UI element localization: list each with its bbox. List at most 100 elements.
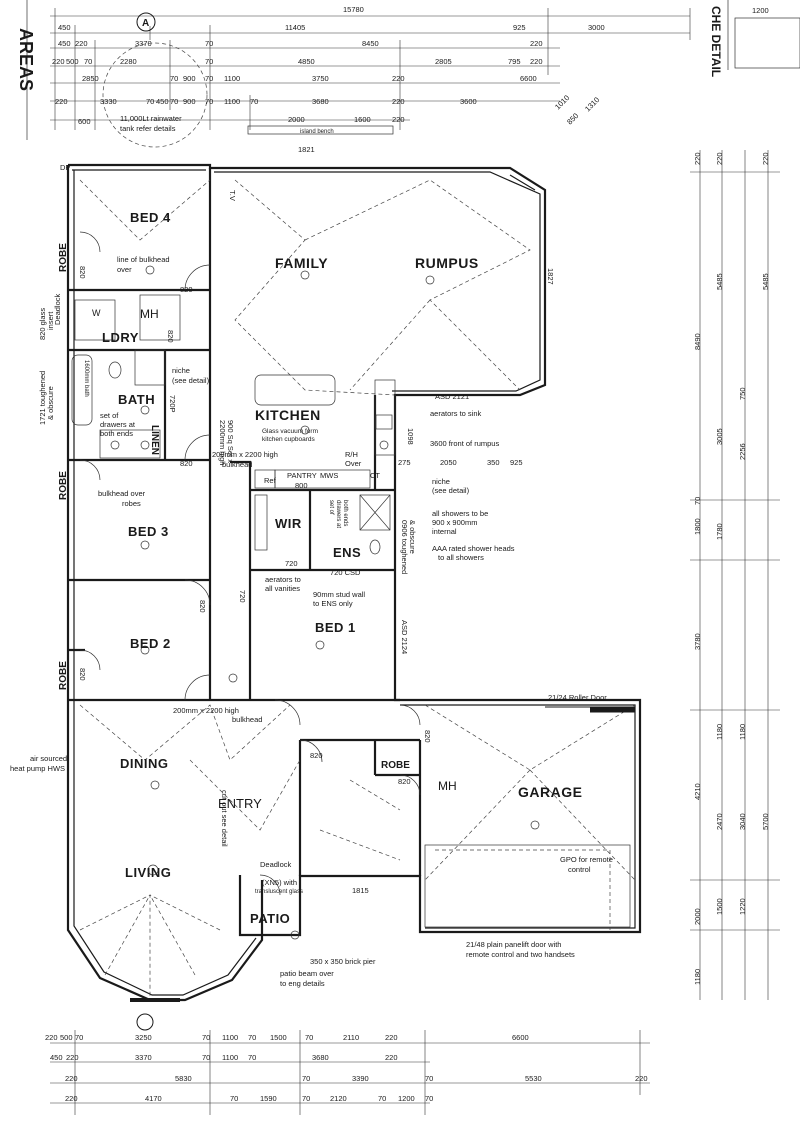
note: Deadlock (53, 293, 62, 325)
label-ct: CT (370, 471, 380, 480)
dim: 8450 (362, 39, 379, 48)
note: patio beam over (280, 969, 334, 978)
note: all showers to be (432, 509, 488, 518)
dim: 70 (305, 1033, 313, 1042)
island-bench (254, 374, 336, 406)
dim: 820 (180, 285, 193, 294)
dim: 750 (738, 387, 747, 400)
dim: 70 (248, 1053, 256, 1062)
dim: 1180 (715, 724, 724, 740)
dim: 11405 (285, 23, 305, 32)
dim: 1600 (354, 115, 371, 124)
dim: 500 (66, 57, 79, 66)
note: 1721 toughened (38, 371, 47, 425)
dim: 1500 (715, 898, 724, 915)
note: niche (172, 366, 190, 375)
light-points (140, 265, 540, 940)
room-ens: ENS (333, 545, 361, 560)
dim: 220 (45, 1033, 58, 1042)
room-ldry: LDRY (102, 330, 139, 345)
dim: 220 (715, 152, 724, 165)
note: all vanities (265, 584, 300, 593)
note: robes (122, 499, 141, 508)
note: 900 x 900mm (432, 518, 477, 527)
dim: 220 (392, 97, 405, 106)
dim: 70 (202, 1033, 210, 1042)
dim: 275 (398, 458, 411, 467)
dim: 820 (78, 668, 87, 681)
dim: 1200 (398, 1094, 415, 1103)
detail-dim: 1200 (752, 6, 769, 15)
label-mws: MWS (320, 471, 338, 480)
dim: 70 (378, 1094, 386, 1103)
note: ASD 2121 (435, 392, 469, 401)
dim: 2000 (693, 908, 702, 925)
dim: 70 (170, 74, 178, 83)
note: transluscent glass (255, 889, 303, 895)
dim: 220 (385, 1033, 398, 1042)
note: both ends (342, 500, 348, 526)
dim: 3390 (352, 1074, 369, 1083)
note: niche (432, 477, 450, 486)
note: air sourced (30, 754, 67, 763)
note: bulkhead over (98, 489, 146, 498)
dim: 70 (84, 57, 92, 66)
dim: 220 (530, 57, 543, 66)
note: GPO for remote (560, 855, 613, 864)
dim: 450 (58, 39, 71, 48)
room-living: LIVING (125, 865, 171, 880)
dim: 70 (693, 497, 702, 505)
note: 0906 toughened (400, 520, 409, 574)
dim: 220 (635, 1074, 648, 1083)
note: control (568, 865, 591, 874)
note: Over (345, 459, 362, 468)
note: (see detail) (172, 376, 210, 385)
note: Glass vacuum form (262, 428, 318, 435)
top-dimensions (50, 8, 691, 130)
dim: 3600 (460, 97, 477, 106)
dim: 220 (65, 1074, 78, 1083)
dim: 350 (487, 458, 500, 467)
dim: 70 (302, 1074, 310, 1083)
dim: 1180 (738, 724, 747, 740)
dim: 850 (565, 111, 580, 126)
room-robe-2: ROBE (58, 471, 69, 500)
dim: 2850 (82, 74, 99, 83)
dim: 2470 (715, 813, 724, 830)
dim: 220 (55, 97, 68, 106)
note: to all showers (438, 553, 484, 562)
note: drawers at (100, 420, 136, 429)
dim: 900 (183, 74, 196, 83)
note: 21/24 Roller Door (548, 693, 607, 702)
dim: 70 (205, 57, 213, 66)
dim: 820 (423, 730, 432, 743)
dim: 1100 (222, 1033, 238, 1042)
room-bath: BATH (118, 392, 155, 407)
dim: 3680 (312, 97, 329, 106)
note: W (92, 308, 101, 318)
note: 200mm x 2200 high (173, 706, 239, 715)
dim: 2280 (120, 57, 137, 66)
dim: 5700 (761, 813, 770, 830)
note: 2200mm high (218, 420, 227, 465)
dim: 3370 (135, 39, 152, 48)
dim: 1827 (546, 268, 555, 285)
dim: 5485 (715, 273, 724, 290)
note: 350 x 350 brick pier (310, 957, 376, 966)
note: T.V (228, 190, 237, 201)
note: 720 CSD (330, 568, 361, 577)
dim: 6600 (520, 74, 537, 83)
dim: 220 (52, 57, 65, 66)
dim: 720 (238, 590, 247, 603)
note: (see detail) (432, 486, 470, 495)
dim: 820 (398, 777, 411, 786)
dim: 4210 (693, 783, 702, 800)
note: heat pump HWS (10, 764, 65, 773)
dim: 5830 (175, 1074, 192, 1083)
note: set of (100, 411, 119, 420)
note: line of bulkhead (117, 255, 170, 264)
note: drawers at (335, 500, 341, 528)
dim: 820 (310, 751, 323, 760)
notes: line of bulkhead over Deadlock 820 glass… (10, 163, 613, 988)
room-entry: ENTRY (218, 796, 262, 811)
